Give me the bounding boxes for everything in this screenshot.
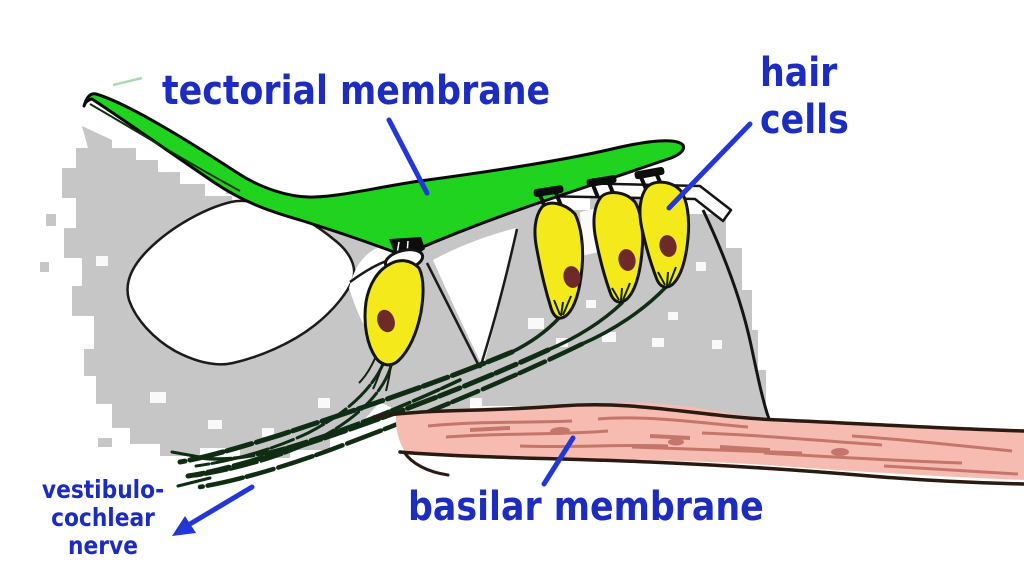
tectorial-membrane-label: tectorial membrane bbox=[162, 68, 608, 114]
nucleus bbox=[618, 249, 636, 271]
pointer-lines bbox=[172, 117, 753, 536]
nerve-fibers bbox=[170, 285, 668, 490]
outer-hair-cell-1 bbox=[533, 201, 585, 320]
basilar-membrane bbox=[372, 402, 1024, 486]
outer-hair-cell-3 bbox=[638, 180, 691, 289]
vestibulocochlear-nerve-label-line3: nerve bbox=[68, 531, 138, 560]
outer-hair-cells bbox=[533, 180, 691, 320]
nucleus bbox=[377, 309, 395, 333]
tectorial-membrane-pointer-line bbox=[386, 117, 430, 196]
vestibulocochlear-nerve-label-line1: vestibulo- bbox=[41, 475, 165, 504]
stray-mark bbox=[112, 76, 143, 87]
basilar-outline bbox=[372, 402, 1024, 486]
hair-cells-pointer-line bbox=[666, 121, 753, 211]
basilar-membrane-label-text: basilar membrane bbox=[408, 484, 764, 530]
hair-cells-label: hair cells bbox=[760, 50, 862, 144]
inner-hair-cell bbox=[358, 248, 425, 392]
basilar-membrane-label: basilar membrane bbox=[408, 484, 817, 530]
hair-cells-label-line2: cells bbox=[760, 97, 849, 143]
vestibulocochlear-nerve-label: vestibulo- cochlear nerve bbox=[14, 476, 192, 560]
tectorial-membrane bbox=[82, 92, 685, 256]
tectorial-membrane-label-text: tectorial membrane bbox=[162, 68, 551, 114]
vestibulocochlear-nerve-label-line2: cochlear bbox=[51, 503, 155, 532]
vestibulocochlear-nerve-arrowhead bbox=[172, 516, 196, 536]
right-boundary-line bbox=[701, 209, 771, 420]
outer-hair-cell-2 bbox=[592, 191, 645, 304]
hair-cells-label-line1: hair bbox=[760, 50, 838, 96]
basilar-fibers bbox=[427, 416, 1019, 476]
nucleus bbox=[563, 266, 581, 288]
vestibulocochlear-nerve-arrow-line bbox=[187, 484, 255, 527]
nucleus bbox=[659, 235, 677, 257]
basilar-membrane-pointer-line bbox=[541, 435, 576, 487]
